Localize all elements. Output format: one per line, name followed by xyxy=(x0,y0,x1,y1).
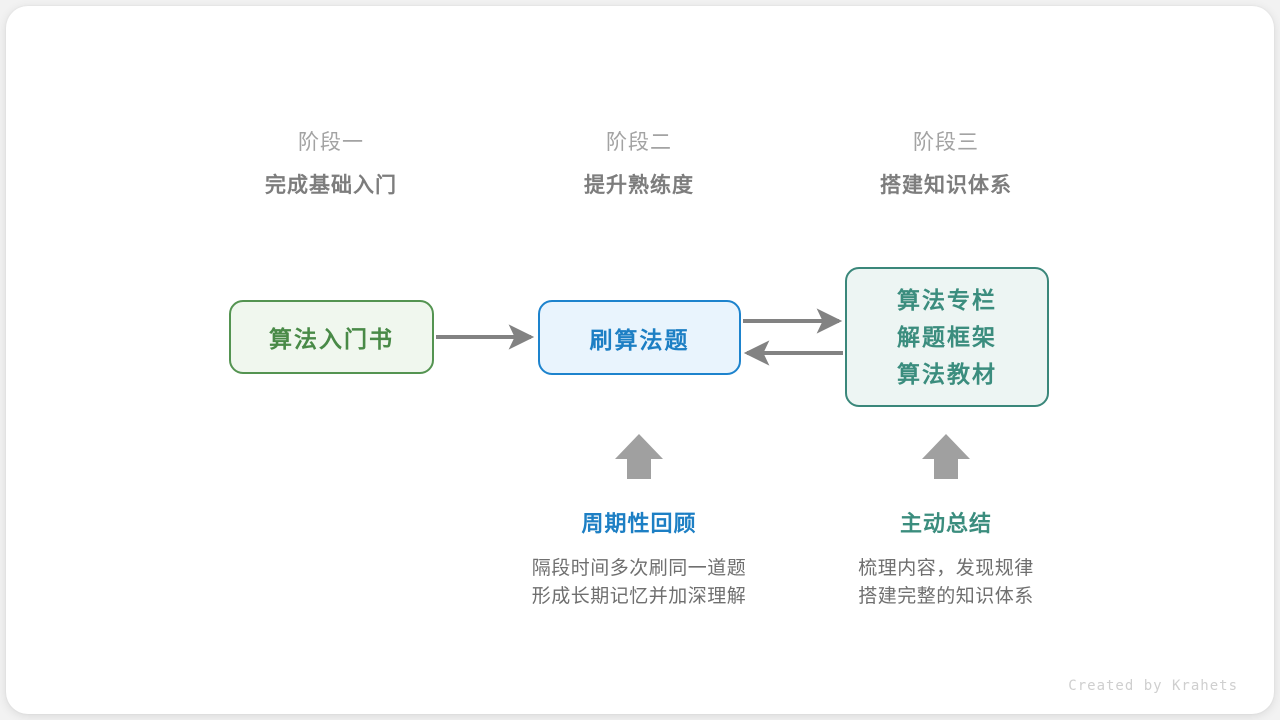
stage-1-name: 阶段一 xyxy=(298,131,364,154)
caption-review-desc-line-1: 隔段时间多次刷同一道题 xyxy=(531,558,747,579)
stage-header-3: 阶段三 搭建知识体系 xyxy=(816,128,1076,202)
node-book-label: 算法入门书 xyxy=(269,326,394,352)
node-knowledge-system[interactable]: 算法专栏 解题框架 算法教材 xyxy=(845,267,1049,407)
node-system-line-1: 算法专栏 xyxy=(897,286,997,313)
caption-review-title: 周期性回顾 xyxy=(581,511,697,536)
caption-summary-desc: 梳理内容，发现规律 搭建完整的知识体系 xyxy=(796,555,1096,611)
stage-2-name: 阶段二 xyxy=(606,131,672,154)
node-algorithm-intro-book[interactable]: 算法入门书 xyxy=(229,300,434,374)
stage-3-title: 搭建知识体系 xyxy=(880,174,1012,197)
stage-header-2: 阶段二 提升熟练度 xyxy=(509,128,769,202)
node-system-line-2: 解题框架 xyxy=(897,323,997,350)
node-practice-label: 刷算法题 xyxy=(589,326,690,353)
caption-summary-title: 主动总结 xyxy=(899,511,992,536)
node-practice-problems[interactable]: 刷算法题 xyxy=(538,300,741,375)
caption-review-desc-line-2: 形成长期记忆并加深理解 xyxy=(531,586,747,607)
stage-3-name: 阶段三 xyxy=(913,131,979,154)
footer-credit: Created by Krahets xyxy=(1068,678,1238,694)
caption-review-desc: 隔段时间多次刷同一道题 形成长期记忆并加深理解 xyxy=(489,555,789,611)
caption-summary-desc-line-1: 梳理内容，发现规律 xyxy=(858,558,1034,579)
caption-summary-desc-line-2: 搭建完整的知识体系 xyxy=(858,586,1034,607)
stage-2-title: 提升熟练度 xyxy=(584,174,694,197)
caption-active-summary: 主动总结 梳理内容，发现规律 搭建完整的知识体系 xyxy=(796,509,1096,611)
stage-1-title: 完成基础入门 xyxy=(265,174,397,197)
stage-header-1: 阶段一 完成基础入门 xyxy=(201,128,461,202)
caption-periodic-review: 周期性回顾 隔段时间多次刷同一道题 形成长期记忆并加深理解 xyxy=(489,509,789,611)
node-system-line-3: 算法教材 xyxy=(897,360,997,387)
